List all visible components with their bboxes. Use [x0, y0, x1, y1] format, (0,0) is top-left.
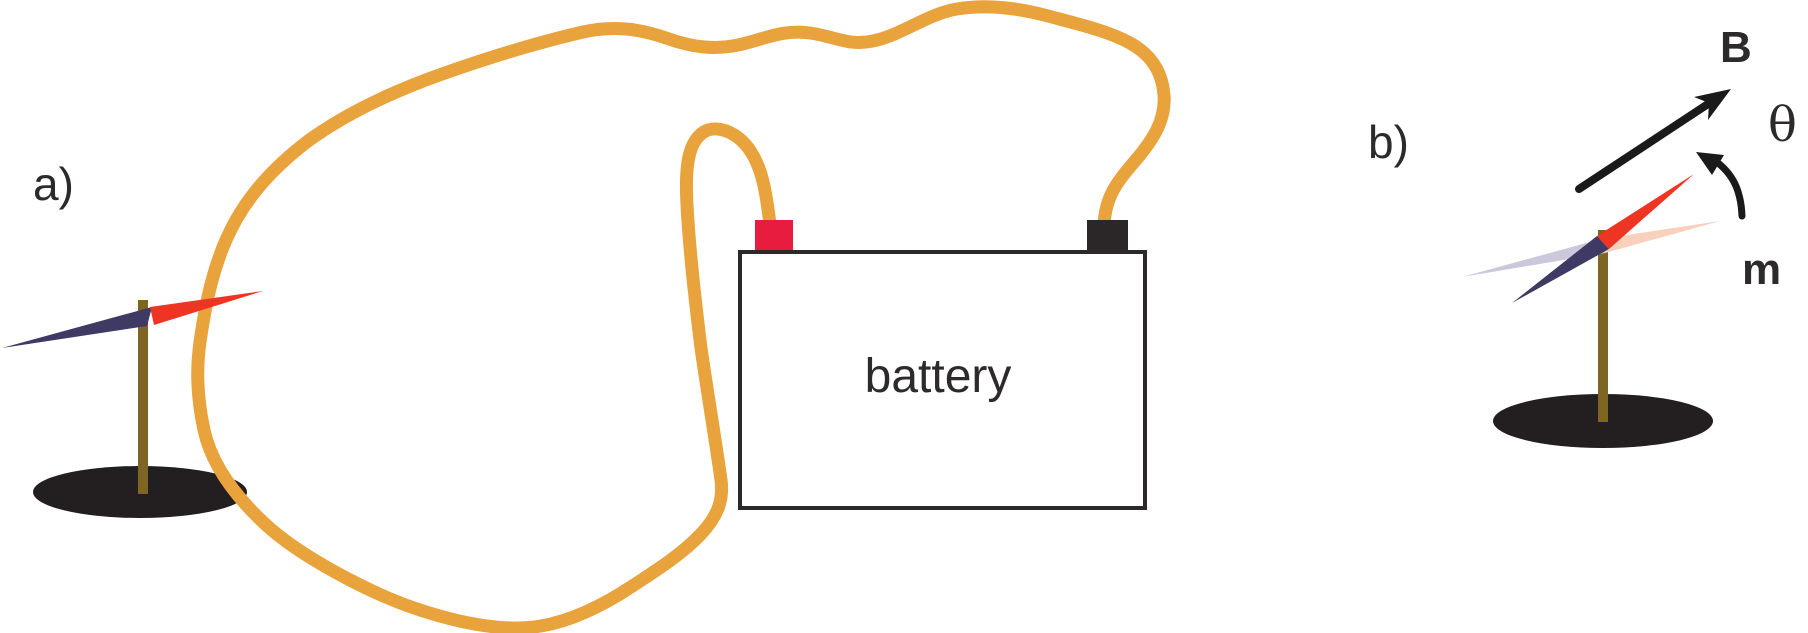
battery-box	[738, 250, 1147, 510]
compass-a-post	[138, 300, 148, 494]
wire-loop	[191, 0, 1171, 633]
battery-negative-terminal	[1087, 220, 1128, 252]
b-field-arrowhead-icon	[1694, 89, 1731, 120]
battery-label: battery	[865, 350, 1012, 403]
theta-label: θ	[1768, 97, 1797, 153]
b-field-arrow	[1575, 89, 1731, 193]
panel-b: B θ m b)	[1368, 23, 1797, 448]
compass-b-needle-north	[1597, 174, 1694, 249]
battery-positive-terminal	[755, 220, 793, 252]
compass-b-needle-south	[1512, 236, 1609, 303]
panel-b-label: b)	[1368, 116, 1409, 168]
panel-a-label: a)	[33, 158, 74, 210]
moment-label: m	[1742, 245, 1781, 294]
compass-b-needle-north-faded	[1601, 221, 1720, 253]
panel-a: battery a)	[2, 0, 1171, 633]
b-field-arrow-shaft	[1575, 100, 1712, 193]
compass-a-needle-south	[2, 307, 152, 348]
b-field-label: B	[1720, 23, 1752, 72]
theta-arc-arrowhead-icon	[1696, 152, 1724, 175]
theta-arc-arrow	[1696, 152, 1746, 220]
theta-arc-shaft	[1710, 156, 1746, 220]
compass-b-post	[1598, 230, 1608, 422]
compass-a-needle-north	[150, 291, 263, 325]
compass-b-needle-south-faded	[1462, 239, 1605, 277]
